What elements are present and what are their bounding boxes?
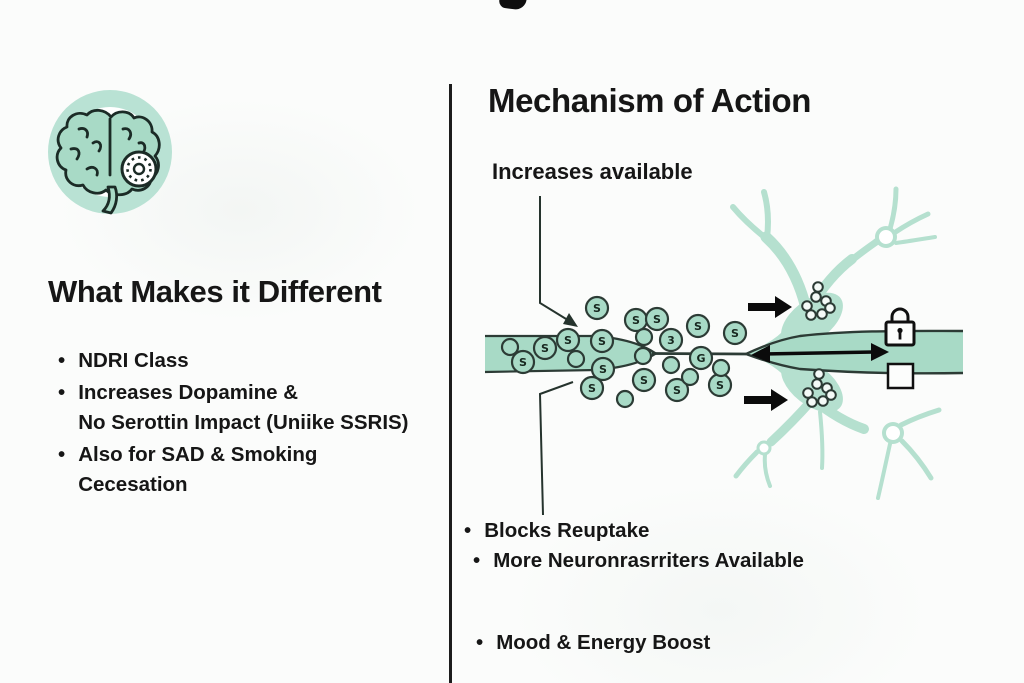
receptor-dot (811, 378, 823, 390)
left-section-title: What Makes it Different (48, 274, 382, 309)
receptor-square-icon (886, 362, 915, 390)
svg-text:S: S (588, 382, 596, 395)
neurotransmitter-vesicle (658, 327, 684, 353)
bullet-line: Also for SAD & Smoking (78, 443, 318, 466)
neurotransmitter-vesicle (615, 389, 635, 409)
lock-icon (884, 307, 916, 347)
svg-text:S: S (731, 327, 739, 340)
bullet-line: NDRI Class (78, 349, 189, 372)
bullet-dot: • (58, 443, 66, 466)
bullet-item: • Blocks Reuptake (464, 517, 884, 545)
receptor-dot (825, 389, 837, 401)
bullet-dot: • (476, 631, 484, 654)
brain-gear-icon (48, 90, 172, 215)
bullet-line: More Neuronrasrriters Available (493, 549, 804, 572)
receptor-dot (810, 291, 822, 303)
neurotransmitter-vesicle (711, 358, 731, 378)
receptor-clusters (801, 281, 837, 408)
mechanism-bullet-list: • Blocks Reuptake • More Neuronrasrriter… (464, 517, 884, 577)
bullet-item: • Mood & Energy Boost (476, 628, 824, 657)
neurotransmitter-vesicle (532, 335, 558, 361)
neurotransmitter-vesicle (664, 377, 690, 403)
left-bullet-list: • NDRI Class • Increases Dopamine & No S… (58, 346, 458, 502)
neurotransmitter-vesicle (631, 367, 657, 393)
neurotransmitter-vesicle (510, 349, 536, 375)
blocked-reuptake-arrow (751, 343, 889, 363)
signal-arrow-down (744, 389, 788, 411)
bullet-line: No Serottin Impact (Uniike SSRIS) (78, 411, 409, 434)
bullet-dot: • (464, 519, 472, 542)
right-section-title: Mechanism of Action (488, 82, 812, 119)
benefit-bullet-list: • Mood & Energy Boost (464, 628, 824, 659)
receptor-dot (813, 368, 825, 380)
neurotransmitter-vesicle (722, 320, 748, 346)
svg-text:S: S (593, 302, 601, 315)
receptor-dot (817, 395, 829, 407)
svg-text:G: G (696, 352, 705, 365)
leader-line-increases (539, 196, 578, 327)
receptor-dot (816, 308, 828, 320)
neurotransmitter-vesicle (644, 306, 670, 332)
svg-text:S: S (541, 342, 549, 355)
neurotransmitter-vesicle (500, 337, 520, 357)
bullet-item: • Increases Dopamine & No Serottin Impac… (58, 378, 458, 438)
bullet-line: Mood & Energy Boost (496, 631, 711, 654)
bullet-dot: • (473, 549, 481, 572)
svg-text:S: S (564, 334, 572, 347)
neurotransmitter-vesicle (661, 355, 681, 375)
bullet-dot: • (58, 381, 66, 404)
neurotransmitter-vesicle (634, 327, 654, 347)
bullet-line: Cecesation (78, 473, 188, 496)
neurotransmitter-vesicle (633, 346, 653, 366)
neurotransmitter-vesicle (584, 295, 610, 321)
neurotransmitter-vesicle (589, 328, 615, 354)
svg-text:S: S (632, 314, 640, 327)
section-divider (449, 84, 452, 683)
svg-text:S: S (599, 363, 607, 376)
bullet-line: Blocks Reuptake (484, 519, 650, 542)
neurotransmitter-vesicle (566, 349, 586, 369)
svg-text:S: S (598, 335, 606, 348)
svg-text:S: S (653, 313, 661, 326)
increases-available-label: Increases available (492, 159, 693, 184)
gear-icon (120, 150, 158, 188)
bullet-item: • More Neuronrasrriters Available (473, 547, 884, 575)
neurotransmitter-vesicle (680, 367, 700, 387)
receptor-dot (806, 396, 818, 408)
svg-text:S: S (694, 320, 702, 333)
neurotransmitter-vesicle (555, 327, 581, 353)
receptor-dot (812, 281, 824, 293)
neurotransmitter-vesicle (688, 345, 714, 371)
neurotransmitter-vesicle (590, 356, 616, 382)
svg-text:S: S (673, 384, 681, 397)
svg-text:S: S (716, 379, 724, 392)
bullet-dot: • (58, 349, 66, 372)
signal-arrow-up (748, 296, 792, 318)
svg-text:S: S (640, 374, 648, 387)
neurotransmitter-vesicle (685, 313, 711, 339)
bullet-line: Increases Dopamine & (78, 381, 299, 404)
receptor-dot (824, 302, 836, 314)
leader-line-blocks (538, 381, 574, 516)
bullet-item: • Also for SAD & Smoking Cecesation (58, 440, 458, 500)
svg-text:3: 3 (667, 334, 675, 347)
svg-text:S: S (519, 356, 527, 369)
bullet-item: • NDRI Class (58, 346, 458, 376)
receptor-dot (805, 309, 817, 321)
neurotransmitter-vesicle (579, 375, 605, 401)
